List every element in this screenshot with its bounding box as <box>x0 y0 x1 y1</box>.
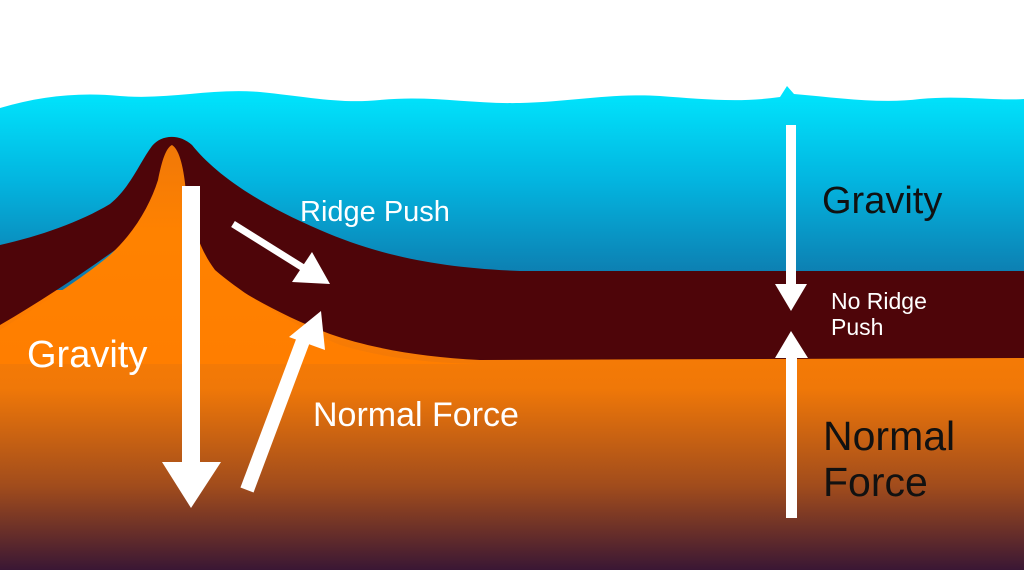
normal-force-arrow-right <box>775 331 808 518</box>
gravity-label-left: Gravity <box>27 334 148 376</box>
gravity-arrow-left <box>162 186 221 508</box>
ridge-push-arrow <box>231 221 307 272</box>
ridge-core <box>0 145 500 364</box>
ridge-push-label: Ridge Push <box>300 196 450 228</box>
normal-force-arrow-left <box>240 335 311 493</box>
gravity-arrow-right <box>775 125 807 311</box>
lithosphere-plate <box>0 136 1024 360</box>
no-ridge-push-label: No Ridge Push <box>831 288 927 340</box>
normal-force-label-right: Normal Force <box>823 413 956 505</box>
gravity-label-right: Gravity <box>822 180 943 222</box>
normal-force-label-left: Normal Force <box>313 396 519 434</box>
ridge-push-arrowhead <box>292 252 330 284</box>
normal-force-arrowhead-left <box>289 311 325 350</box>
